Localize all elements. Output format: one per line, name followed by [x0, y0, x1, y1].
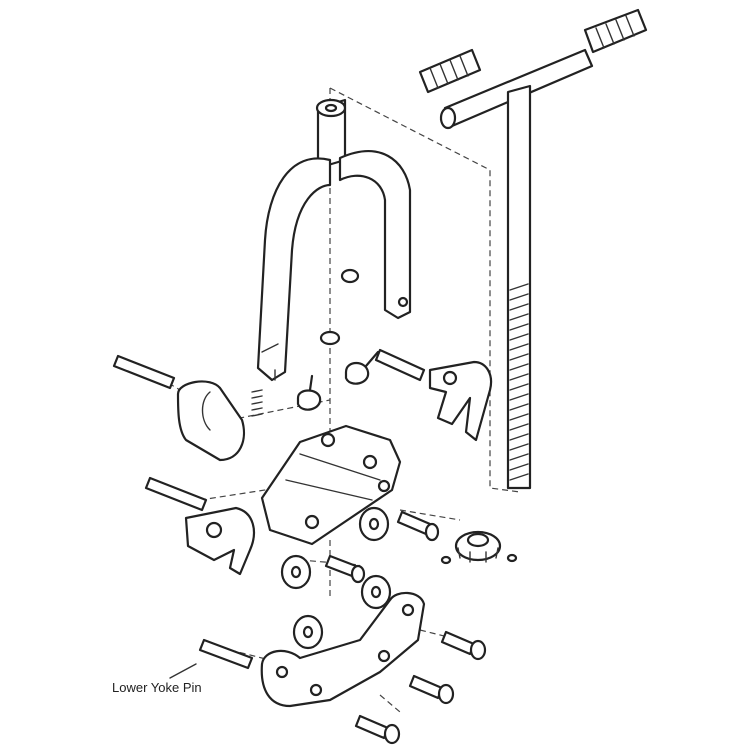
- set-screw-nut: [319, 268, 360, 346]
- washer-lower-right: [360, 574, 392, 610]
- adjusting-nut: [440, 530, 518, 565]
- roller-pin-upper: [112, 354, 176, 390]
- upper-yoke: [256, 98, 412, 382]
- spring-left: [251, 389, 263, 417]
- washer-lower-left: [292, 614, 324, 650]
- washer-center: [358, 506, 390, 542]
- left-roller-block: [184, 506, 255, 576]
- bolt-lower-bottom: [354, 714, 401, 745]
- handle-grip-left: [418, 48, 482, 94]
- main-frame-body: [260, 424, 402, 546]
- torsion-spring-left: [296, 374, 322, 411]
- lower-yoke: [260, 591, 426, 708]
- bolt-lower-center: [408, 674, 455, 705]
- lower-yoke-pin: [169, 638, 254, 679]
- bolt-lower-right: [440, 630, 487, 661]
- right-roller-bracket: [428, 360, 493, 442]
- bolt-middle-left: [324, 554, 366, 584]
- t-handle-feed-screw: [439, 48, 594, 490]
- handle-grip-right: [583, 8, 648, 54]
- washer-left: [280, 554, 312, 590]
- roller-pin-right: [374, 348, 426, 382]
- roller-pin-middle: [144, 476, 208, 512]
- callout-lower-yoke-pin: Lower Yoke Pin: [112, 680, 202, 695]
- left-cutter-arm: [176, 380, 246, 462]
- bolt-middle-right: [396, 510, 440, 542]
- torsion-spring-right: [344, 350, 380, 385]
